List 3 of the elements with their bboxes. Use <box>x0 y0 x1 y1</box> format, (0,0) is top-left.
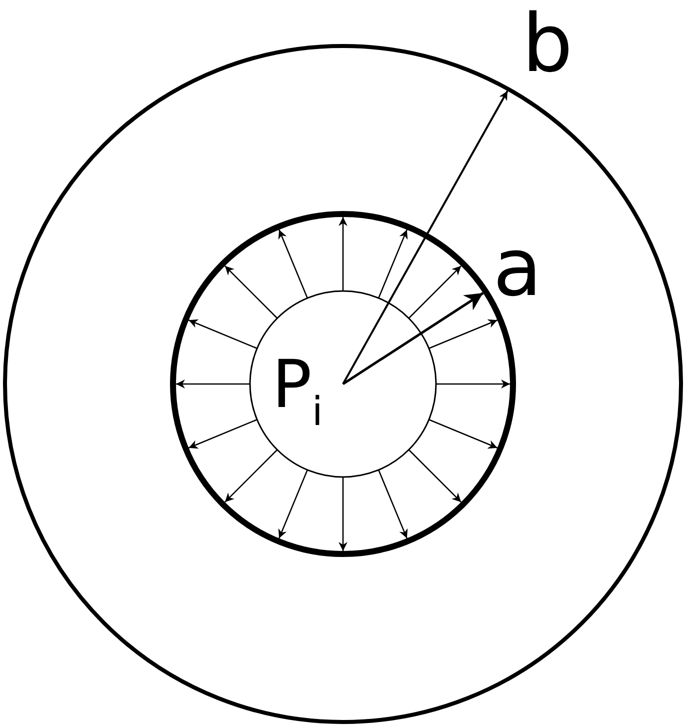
radius-label: a <box>493 228 542 308</box>
pressure-label: P$_{i}$ <box>272 352 323 432</box>
radius-label: b <box>522 4 573 84</box>
